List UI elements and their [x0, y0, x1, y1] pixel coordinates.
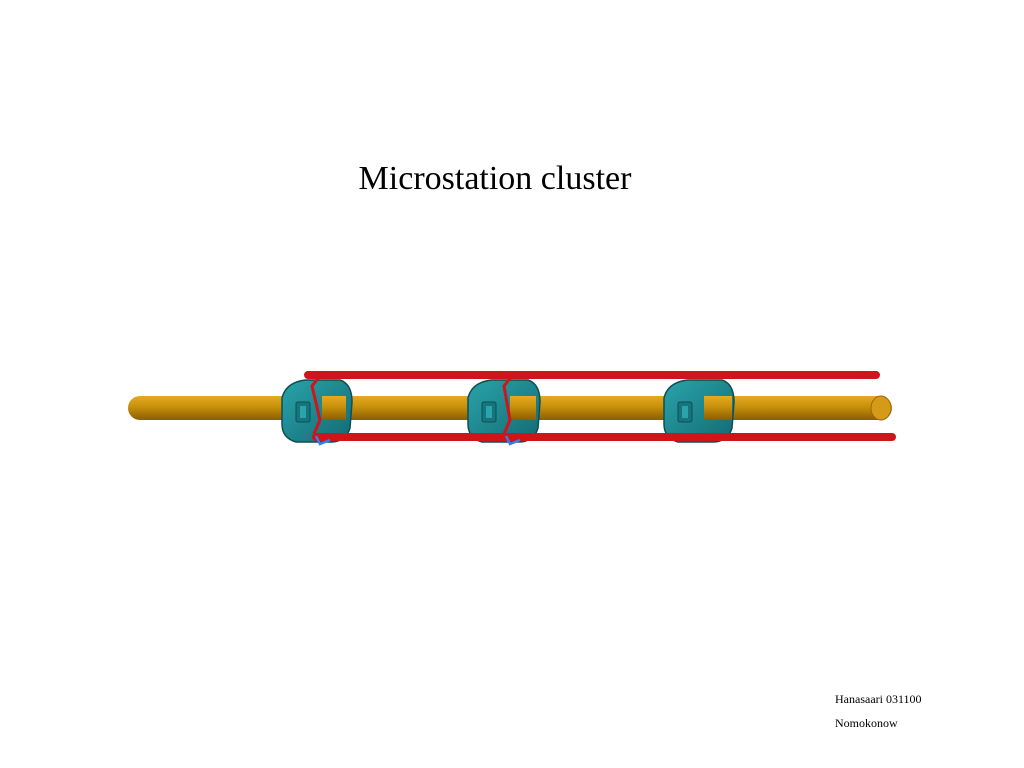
clip-2: [504, 435, 521, 446]
footer-author: Nomokonow: [835, 716, 898, 730]
footer-event: Hanasaari 031100: [835, 692, 922, 706]
microstation-module-3: [663, 379, 735, 443]
clip-1: [314, 435, 331, 446]
slide-title: Microstation cluster: [358, 160, 632, 197]
bracket-2: [502, 375, 514, 435]
bracket-1: [310, 375, 322, 435]
